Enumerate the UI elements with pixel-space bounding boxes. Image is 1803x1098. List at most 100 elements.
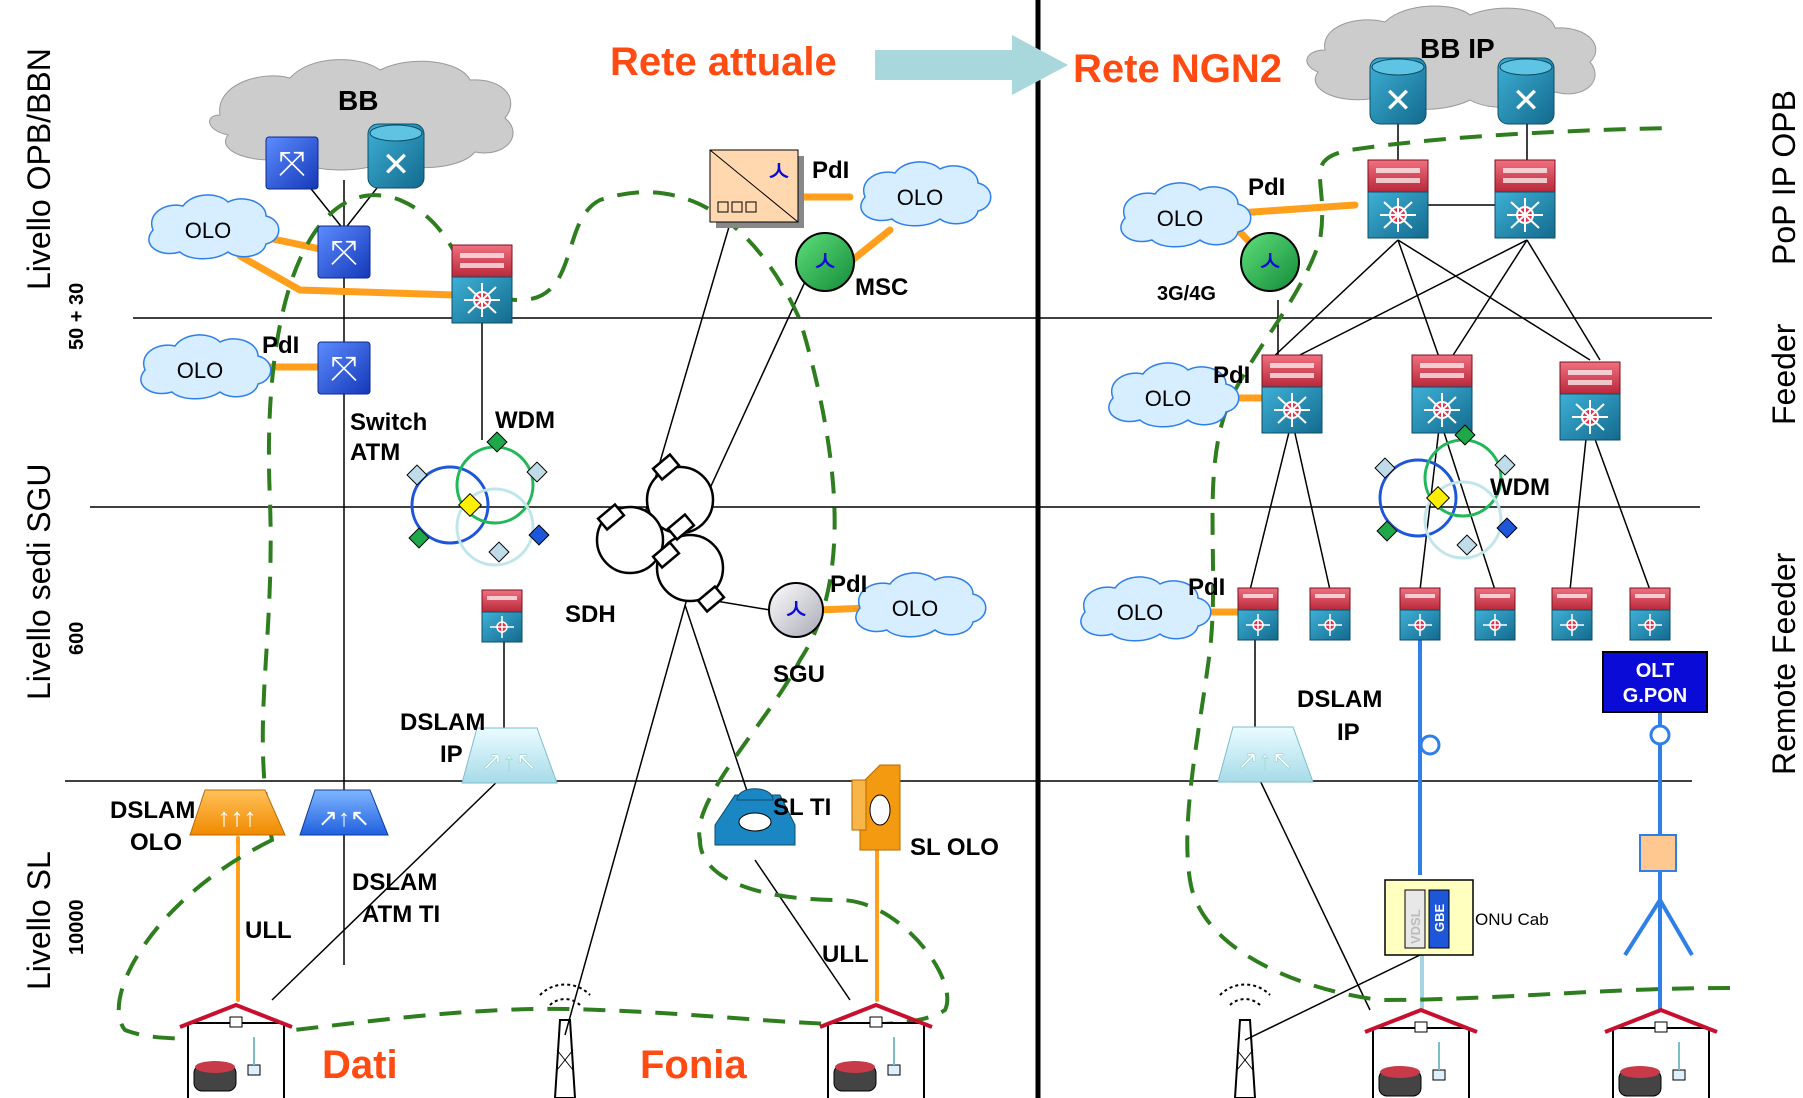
l3-switch bbox=[1559, 361, 1621, 441]
onu-cab: VDSL GBE bbox=[1384, 879, 1474, 956]
olo-clouds: OLO OLO OLO OLO OLO OLO OLO bbox=[140, 161, 1252, 642]
olo-cloud-label: OLO bbox=[177, 358, 223, 383]
olo-cloud: OLO bbox=[855, 572, 987, 638]
title-current-network: Rete attuale bbox=[610, 40, 837, 84]
gpon-splitter bbox=[1639, 834, 1677, 872]
svg-text:⤧: ⤧ bbox=[330, 350, 357, 388]
houses bbox=[179, 1002, 1718, 1098]
l3-switch bbox=[1411, 354, 1473, 434]
title-ngn2-network: Rete NGN2 bbox=[1073, 47, 1282, 91]
left-links bbox=[271, 164, 851, 1036]
olt-label-line2: G.PON bbox=[1623, 685, 1687, 707]
dslam-ip-right-icon: ↗↑↖ bbox=[1217, 726, 1314, 783]
feeder-label: Feeder bbox=[1766, 323, 1802, 425]
cloud-bb: BB bbox=[209, 59, 514, 171]
olo-cloud-label: OLO bbox=[1145, 386, 1191, 411]
sdh-label: SDH bbox=[565, 601, 616, 628]
ull-label-left: ULL bbox=[245, 917, 292, 944]
small-l3-switch bbox=[1399, 587, 1441, 641]
fiber-links bbox=[1418, 640, 1694, 1010]
svg-text:✕: ✕ bbox=[1512, 82, 1541, 120]
small-l3-switch bbox=[1629, 587, 1671, 641]
level-sgu-label: Livello sedi SGU bbox=[21, 463, 57, 700]
router-bb-ip-1: ✕ bbox=[1369, 57, 1427, 125]
olo-cloud: OLO bbox=[148, 194, 280, 260]
olo-cloud-label: OLO bbox=[1157, 206, 1203, 231]
olo-cloud: OLO bbox=[1108, 362, 1240, 428]
dslam-olo-label-2: OLO bbox=[130, 829, 182, 856]
pdi-label-olo-left: PdI bbox=[262, 332, 299, 359]
vdsl-label: VDSL bbox=[1408, 909, 1423, 944]
sgu-label: SGU bbox=[773, 661, 825, 688]
antenna-left-icon bbox=[539, 983, 591, 1098]
remote-feeder-label: Remote Feeder bbox=[1766, 552, 1802, 775]
l3-switch bbox=[1494, 159, 1556, 239]
svg-text:ㅅ: ㅅ bbox=[765, 156, 793, 189]
sdh-rings bbox=[595, 452, 726, 614]
house-icon bbox=[819, 1002, 933, 1098]
count-10000: 10000 bbox=[66, 899, 88, 955]
svg-text:✕: ✕ bbox=[382, 146, 411, 184]
count-600: 600 bbox=[66, 622, 88, 655]
pdi-label-voice: PdI bbox=[812, 157, 849, 184]
olo-cloud-label: OLO bbox=[1117, 600, 1163, 625]
small-switches bbox=[481, 587, 1671, 643]
sl-ti-phone-icon bbox=[714, 788, 796, 846]
dslam-atm-ti-label-2: ATM TI bbox=[362, 901, 440, 928]
small-l3-switch bbox=[1551, 587, 1593, 641]
pdi-voice-switch: ㅅ bbox=[709, 149, 804, 228]
switch-atm-label-2: ATM bbox=[350, 439, 400, 466]
wdm-ring-right bbox=[1374, 424, 1518, 560]
svg-text:↗↑↖: ↗↑↖ bbox=[1237, 745, 1294, 775]
wdm-label-left: WDM bbox=[495, 407, 555, 434]
svg-text:ㅅ: ㅅ bbox=[1256, 246, 1284, 279]
l3-switch bbox=[1261, 354, 1323, 434]
dslam-olo-label-1: DSLAM bbox=[110, 797, 195, 824]
l3-switch bbox=[451, 244, 513, 324]
sl-olo-label: SL OLO bbox=[910, 834, 999, 861]
svg-text:ㅅ: ㅅ bbox=[811, 246, 839, 279]
svg-text:↑↑↑: ↑↑↑ bbox=[218, 802, 257, 832]
svg-text:⤧: ⤧ bbox=[330, 234, 357, 272]
label-dati: Dati bbox=[322, 1043, 398, 1087]
house-icon bbox=[1364, 1007, 1478, 1098]
wdm-ring-left bbox=[406, 431, 550, 567]
svg-text:↗↑↖: ↗↑↖ bbox=[481, 746, 538, 776]
router-bb: ✕ bbox=[367, 123, 425, 189]
antenna-right-icon bbox=[1219, 983, 1271, 1098]
atm-switch-pdi: ⤧ bbox=[317, 341, 371, 395]
small-l3-switch bbox=[1474, 587, 1516, 641]
pdi-label-sgu: PdI bbox=[830, 571, 867, 598]
house-icon bbox=[1604, 1007, 1718, 1098]
olo-cloud-label: OLO bbox=[892, 596, 938, 621]
transition-arrow bbox=[875, 35, 1068, 95]
olt-gpon-box: OLT G.PON bbox=[1602, 651, 1708, 713]
sl-olo-phone-icon bbox=[851, 764, 901, 851]
pop-ip-opb-label: PoP IP OPB bbox=[1766, 90, 1802, 265]
small-l3-switch bbox=[481, 589, 523, 643]
msc-label: MSC bbox=[855, 274, 908, 301]
svg-text:⤧: ⤧ bbox=[278, 145, 305, 183]
dslam-ip-right-label-2: IP bbox=[1337, 719, 1360, 746]
olo-cloud: OLO bbox=[1080, 576, 1212, 642]
sgu-node: ㅅ bbox=[768, 582, 824, 638]
cloud-bb-label: BB bbox=[338, 85, 378, 116]
level-sl-label: Livello SL bbox=[21, 851, 57, 990]
olo-cloud: OLO bbox=[140, 334, 272, 400]
ull-label-right: ULL bbox=[822, 941, 869, 968]
dslam-olo-icon: ↑↑↑ bbox=[189, 789, 286, 836]
gbe-label: GBE bbox=[1432, 904, 1447, 933]
pdi-label-ngn-remote: PdI bbox=[1188, 574, 1225, 601]
switch-atm-label-1: Switch bbox=[350, 409, 427, 436]
dslam-ip-left-icon: ↗↑↖ bbox=[461, 727, 558, 784]
olo-cloud-label: OLO bbox=[185, 218, 231, 243]
3g4g-label: 3G/4G bbox=[1157, 283, 1216, 305]
pdi-label-ngn-top: PdI bbox=[1248, 174, 1285, 201]
olo-cloud: OLO bbox=[860, 161, 992, 227]
svg-text:↗↑↖: ↗↑↖ bbox=[318, 805, 370, 832]
atm-switch-bb: ⤧ bbox=[265, 136, 319, 190]
cloud-bb-ip-label: BB IP bbox=[1420, 33, 1495, 64]
wdm-label-right: WDM bbox=[1490, 474, 1550, 501]
atm-switch-core: ⤧ bbox=[317, 225, 371, 279]
